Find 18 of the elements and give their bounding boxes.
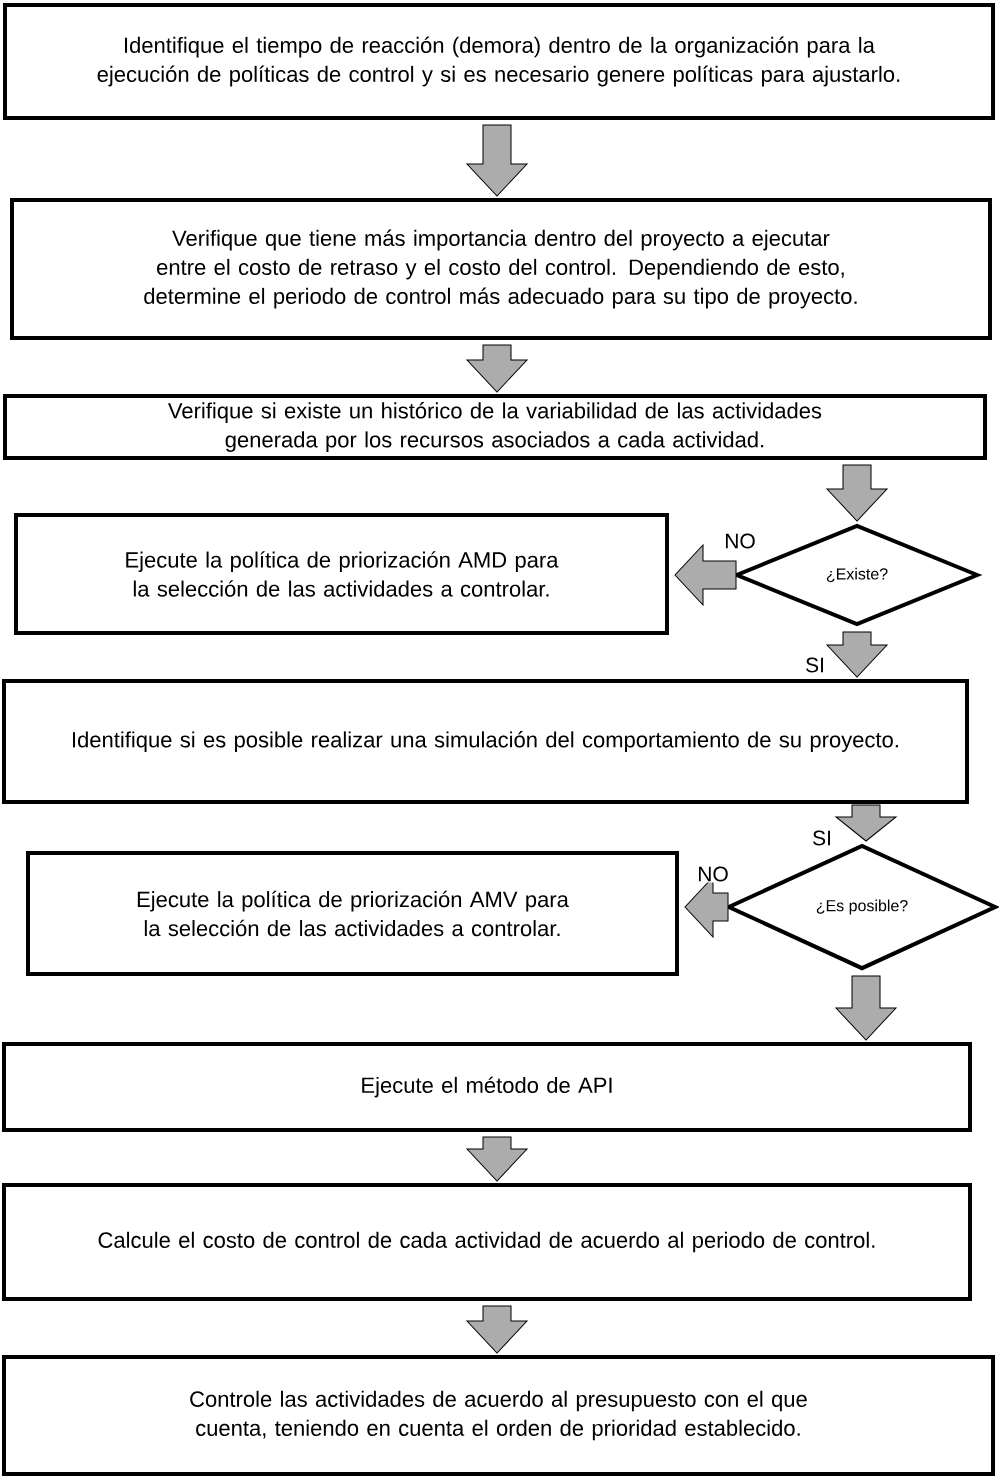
block-arrow [466, 344, 528, 393]
block-arrow [835, 975, 897, 1041]
process-box: Controle las actividades de acuerdo al presupuesto con el que cuenta, teniendo en cuenta el orden de prioridad establecido. [2, 1355, 995, 1476]
process-box: Ejecute el método de API [2, 1042, 972, 1132]
block-arrow [466, 124, 528, 197]
process-box: Identifique el tiempo de reacción (demora) dentro de la organización para la ejecución de políticas de control y si es necesario genere políticas para ajustarlo. [3, 3, 995, 120]
block-arrow [674, 544, 737, 606]
process-box: Calcule el costo de control de cada actividad de acuerdo al periodo de control. [2, 1183, 972, 1301]
block-arrow [835, 804, 897, 842]
block-arrow [826, 631, 888, 678]
process-box: Verifique si existe un histórico de la variabilidad de las actividades generada por los recursos asociados a cada actividad. [3, 394, 987, 460]
block-arrow [466, 1305, 528, 1354]
process-box: Identifique si es posible realizar una simulación del comportamiento de su proyecto. [2, 679, 969, 804]
block-arrow [466, 1136, 528, 1182]
process-box: Ejecute la política de priorización AMD para la selección de las actividades a controlar. [14, 513, 669, 635]
process-box: Verifique que tiene más importancia dentro del proyecto a ejecutar entre el costo de retraso y el costo del control. Dependiendo de esto, determine el periodo de control más adecuado para su tipo de proyecto. [10, 198, 992, 340]
block-arrow [826, 464, 888, 522]
process-box: Ejecute la política de priorización AMV para la selección de las actividades a controlar. [26, 851, 679, 976]
